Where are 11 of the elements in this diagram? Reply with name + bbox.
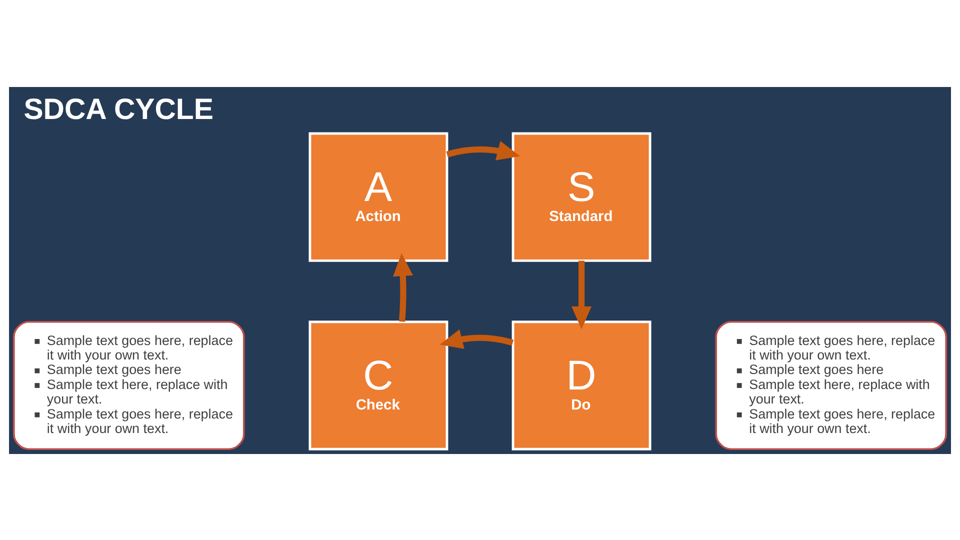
node-box: S Standard — [512, 132, 652, 262]
node-box: A Action — [308, 132, 448, 262]
node-box: C Check — [308, 320, 448, 450]
arrow — [392, 252, 413, 322]
node-box: Sample text goes here, replace it with your own text. Sample text goes here Sample text here, replace with your text. Sample text goes here, replace it with your own text. — [715, 320, 947, 450]
arrow — [440, 328, 514, 348]
node-box: Sample text goes here, replace it with your own text. Sample text goes here Sample text here, replace with your text. Sample text goes here, replace it with your own text. — [13, 320, 245, 450]
node-box: D Do — [512, 320, 652, 450]
arrow — [572, 260, 592, 329]
arrow — [446, 140, 520, 160]
diagram-title: SDCA CYCLE — [24, 92, 214, 126]
